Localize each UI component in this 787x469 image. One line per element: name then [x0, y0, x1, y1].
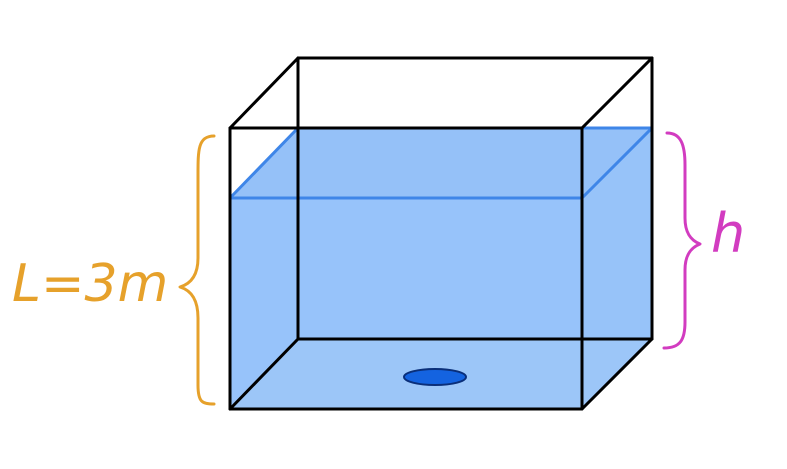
- water-height-label: h: [711, 202, 745, 265]
- drain-hole: [403, 368, 467, 386]
- water-height-brace: [662, 131, 702, 350]
- height-brace: [178, 134, 216, 406]
- height-total-label: L=3m: [12, 254, 168, 314]
- tank-outline: [228, 56, 654, 411]
- water-surface: [228, 126, 654, 200]
